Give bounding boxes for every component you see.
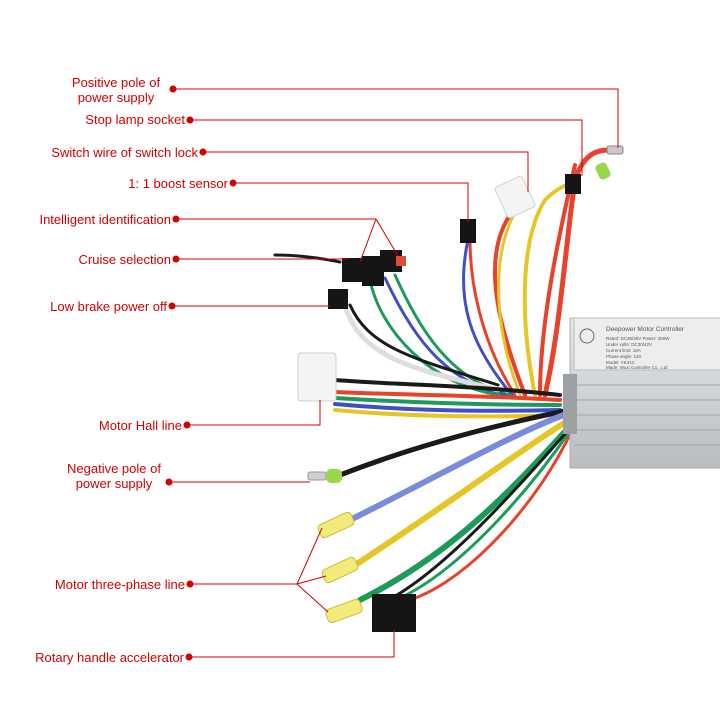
nameplate-line: Model: YK31C	[606, 360, 636, 365]
wire-id-green	[368, 278, 502, 397]
label-intelligent-id: Intelligent identification	[39, 212, 171, 227]
wire-phase-blue	[347, 409, 575, 523]
label-stop-lamp: Stop lamp socket	[85, 112, 185, 127]
wire-hall-black	[333, 378, 562, 397]
wire-hall-blue	[333, 402, 562, 413]
negative-terminal	[307, 469, 342, 483]
wire-negative-black	[337, 407, 573, 478]
wire-phase-green	[357, 421, 575, 603]
wire-id-black	[273, 253, 342, 264]
wire-throttle-green	[398, 426, 574, 600]
controller-nameplate: Deepower Motor Controller Rated: DC36/48…	[579, 326, 685, 370]
nameplate-line: Current limit: 18A	[606, 348, 641, 353]
hall-plug	[297, 352, 337, 402]
throttle-plug	[372, 594, 416, 632]
label-boost-sensor: 1: 1 boost sensor	[128, 176, 228, 191]
boost-sensor-plug	[460, 219, 476, 243]
label-three-phase: Motor three-phase line	[54, 577, 185, 592]
label-positive-pole-line1: Positive pole of	[71, 75, 161, 90]
wire-switch-lock-red	[493, 213, 527, 397]
wire-hall-red	[333, 390, 562, 402]
nameplate-line: Rated: DC36/48V Power: 350W	[606, 336, 670, 341]
wire-bundle	[273, 147, 615, 603]
label-positive-pole: Positive pole of power supply	[64, 75, 168, 105]
label-negative-pole: Negative pole of power supply	[64, 461, 164, 491]
label-cruise: Cruise selection	[78, 252, 172, 267]
wire-hall-green	[333, 396, 562, 407]
wire-throttle-red	[408, 428, 574, 602]
label-low-brake: Low brake power off	[50, 299, 167, 314]
wire-boost-blue	[461, 238, 514, 397]
phase-terminals	[317, 511, 363, 624]
switch-lock-plug	[494, 175, 536, 219]
annotation-leaders	[165, 85, 619, 661]
wire-throttle-black	[390, 424, 574, 600]
wire-hall-yellow	[333, 408, 562, 419]
nameplate-line: Made: Wuxi Controller Co., Ltd	[606, 365, 668, 370]
label-switch-lock: Switch wire of switch lock	[51, 145, 198, 160]
nameplate-line: Phase angle: 120	[606, 354, 642, 359]
stop-lamp-plug	[565, 174, 581, 194]
id-cruise-plugs	[342, 250, 406, 286]
nameplate-title: Deepower Motor Controller	[606, 326, 685, 333]
label-hall-line: Motor Hall line	[98, 418, 182, 433]
label-negative-pole-line2: power supply	[75, 476, 153, 491]
wire-positive-red	[542, 147, 615, 398]
wire-brake-black	[348, 303, 500, 387]
label-positive-pole-line2: power supply	[77, 90, 155, 105]
label-negative-pole-line1: Negative pole of	[67, 461, 161, 476]
low-brake-plug	[328, 289, 348, 309]
connectors	[297, 145, 624, 632]
wire-boost-red	[468, 238, 517, 397]
nameplate-line: Under volts: DC30/42V	[606, 342, 652, 347]
wire-brake-white	[342, 302, 501, 393]
positive-terminal	[595, 145, 624, 180]
label-throttle: Rotary handle accelerator	[35, 650, 184, 665]
controller-housing	[563, 317, 720, 469]
wire-switch-lock-yellow	[497, 210, 522, 397]
wire-stop-lamp	[522, 181, 574, 397]
brand-logo-icon	[579, 328, 595, 344]
wire-phase-yellow	[352, 415, 575, 568]
